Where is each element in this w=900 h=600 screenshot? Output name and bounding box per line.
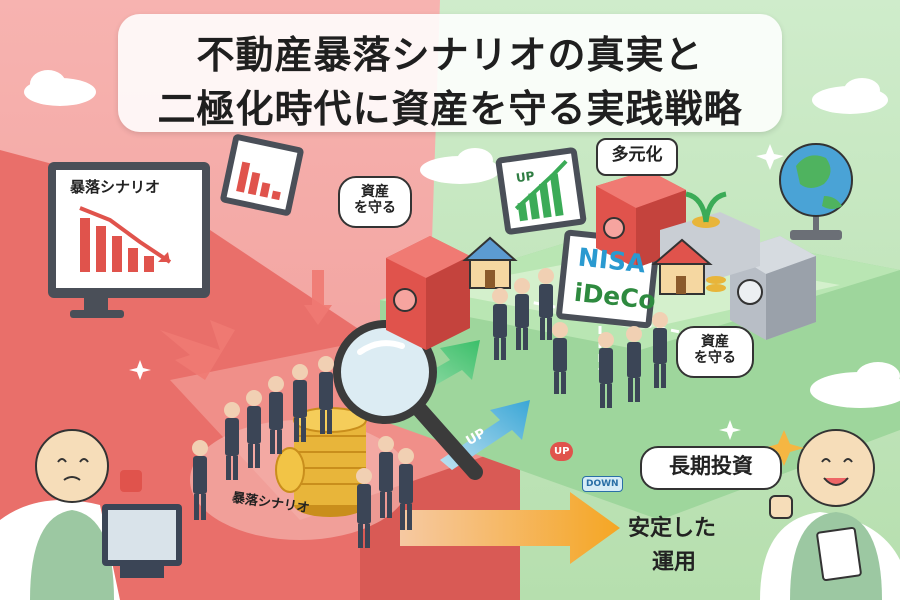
down-badge-label: DOWN [582,476,623,492]
bubble-protect-right-line2: を守る [694,350,736,367]
tag-diversify: 多元化 [596,138,678,176]
title-line-1: 不動産暴落シナリオの真実と [196,33,704,77]
stable-operation-line1: 安定した [628,516,717,541]
title-line-2: 二極化時代に資産を守る実践戦略 [157,87,743,131]
bubble-protect-assets-left: 資産 を守る [338,176,412,228]
title-banner [118,14,782,132]
bubble-protect-left-line2: を守る [354,200,396,217]
bubble-protect-assets-right: 資産 を守る [676,326,754,378]
up-badge-label: UP [550,442,574,461]
chart-up-label: UP [515,168,536,186]
monitor-crash-label: 暴落シナリオ [70,178,161,196]
bubble-protect-left-line1: 資産 [361,184,389,200]
bubble-long-term-investment: 長期投資 [640,446,782,490]
bubble-protect-right-line1: 資産 [701,334,729,350]
stable-operation-line2: 運用 [652,550,697,575]
